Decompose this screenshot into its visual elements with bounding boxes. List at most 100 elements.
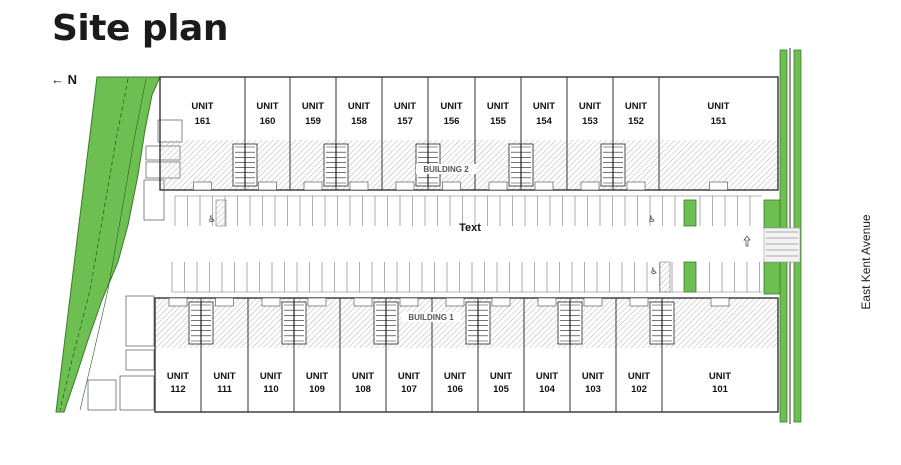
accessible-parking-icon: ♿ — [650, 267, 658, 277]
unit-label-number: 109 — [309, 384, 325, 395]
accessible-parking-icon: ♿ — [208, 215, 216, 225]
unit-label-word: UNIT — [306, 371, 328, 382]
building-label: BUILDING 2 — [423, 165, 469, 174]
unit-label-number: 101 — [712, 384, 729, 395]
drive-aisle-label: Text — [459, 222, 481, 234]
unit-label-number: 108 — [355, 384, 371, 395]
loading-door — [488, 181, 508, 191]
unit-label-word: UNIT — [260, 371, 282, 382]
unit-label-number: 103 — [585, 384, 601, 395]
unit-label-word: UNIT — [487, 101, 509, 112]
unit-label-number: 102 — [631, 384, 647, 395]
unit-label-word: UNIT — [490, 371, 512, 382]
unit-label-word: UNIT — [707, 101, 729, 112]
unit-label-word: UNIT — [709, 371, 731, 382]
accessible-parking-icon: ♿ — [648, 215, 656, 225]
unit-label-word: UNIT — [398, 371, 420, 382]
unit-label-number: 155 — [490, 116, 507, 127]
no-parking-zone — [659, 261, 671, 293]
unit-label-number: 106 — [447, 384, 463, 395]
building-outline — [154, 297, 779, 413]
unit-label-number: 161 — [195, 116, 212, 127]
loading-door — [629, 297, 649, 307]
landscape-area-west — [55, 76, 161, 413]
unit-label-number: 160 — [260, 116, 276, 127]
unit-label-number: 105 — [493, 384, 510, 395]
landscape-island — [763, 261, 781, 295]
parking-row — [174, 195, 762, 226]
unit-label-word: UNIT — [302, 101, 324, 112]
unit-label-number: 112 — [170, 384, 185, 395]
loading-door — [303, 181, 323, 191]
loading-door — [353, 297, 373, 307]
unit-label-word: UNIT — [348, 101, 370, 112]
loading-door — [580, 181, 600, 191]
unit-label-number: 111 — [217, 384, 233, 395]
parking-row — [171, 262, 762, 293]
loading-door — [537, 297, 557, 307]
building-label: BUILDING 1 — [408, 313, 454, 322]
building-2: UNIT 161 UNIT 160 UNIT 159 UNIT 158 UNIT 157 UNIT 1… — [159, 76, 779, 191]
stair-core — [232, 143, 258, 187]
site-entrance-crosswalk — [763, 227, 801, 263]
landscape-path-line — [79, 78, 147, 411]
loading-door — [168, 297, 188, 307]
loading-door — [399, 297, 419, 307]
stair-core — [281, 301, 307, 345]
unit-label-number: 157 — [397, 116, 413, 127]
landscape-path-line — [59, 78, 129, 411]
north-indicator: ← N — [51, 72, 77, 87]
landscape-island — [683, 261, 697, 293]
unit-label-word: UNIT — [444, 371, 466, 382]
unit-label-word: UNIT — [625, 101, 647, 112]
building-label-background — [401, 312, 461, 322]
unit-label-word: UNIT — [213, 371, 235, 382]
loading-door — [349, 181, 369, 191]
building-1: UNIT112UNIT111UNIT110UNIT109UNIT108UNIT1… — [154, 297, 779, 413]
loading-door — [626, 181, 646, 191]
loading-door — [445, 297, 465, 307]
unit-label-word: UNIT — [191, 101, 213, 112]
loading-door — [583, 297, 603, 307]
unit-label-word: UNIT — [440, 101, 462, 112]
loading-door — [307, 297, 327, 307]
unit-label-word: UNIT — [167, 371, 189, 382]
unit-label-word: UNIT — [256, 101, 278, 112]
unit-label-word: UNIT — [394, 101, 416, 112]
loading-door — [261, 297, 281, 307]
landscape-island — [763, 199, 781, 229]
unit-label-word: UNIT — [582, 371, 604, 382]
loading-door — [193, 181, 212, 191]
entry-arrow-icon — [743, 235, 751, 247]
unit-label-number: 104 — [539, 384, 556, 395]
unit-label-number: 107 — [401, 384, 417, 395]
no-parking-zone — [215, 199, 227, 227]
unit-label-word: UNIT — [579, 101, 601, 112]
unit-label-number: 151 — [711, 116, 728, 127]
stair-core — [508, 143, 534, 187]
loading-door — [215, 297, 234, 307]
unit-label-word: UNIT — [536, 371, 558, 382]
loading-door — [395, 181, 415, 191]
stair-core — [600, 143, 626, 187]
unit-label-number: 154 — [536, 116, 553, 127]
unit-label-word: UNIT — [533, 101, 555, 112]
building-outline — [159, 76, 779, 191]
unit-label-word: UNIT — [352, 371, 374, 382]
buildings: UNIT161UNIT160UNIT159UNIT158UNIT157UNIT1… — [154, 76, 779, 413]
unit-label-number: 159 — [305, 116, 321, 127]
parking-stalls — [171, 195, 762, 293]
building-label-background — [416, 164, 476, 174]
loading-door — [491, 297, 511, 307]
unit-label-number: 158 — [351, 116, 367, 127]
unit-label-word: UNIT — [628, 371, 650, 382]
stair-core — [373, 301, 399, 345]
loading-door — [442, 181, 461, 191]
loading-door — [534, 181, 554, 191]
landscape-island — [683, 199, 697, 227]
unit-label-number: 156 — [444, 116, 460, 127]
loading-door — [709, 181, 728, 191]
unit-label-number: 152 — [628, 116, 644, 127]
stair-core — [323, 143, 349, 187]
